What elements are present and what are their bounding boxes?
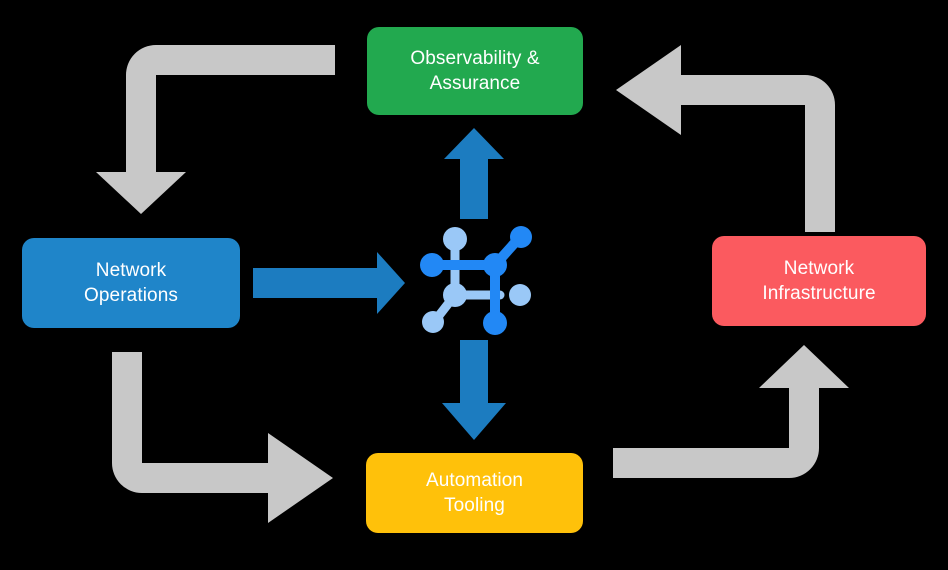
node-network-operations-label: Network Operations xyxy=(84,259,178,306)
node-automation-tooling-label: Automation Tooling xyxy=(425,469,524,516)
connector-observability-to-operations xyxy=(96,45,335,214)
node-observability-and-assurance[interactable]: Observability & Assurance xyxy=(367,27,583,115)
node-network-infrastructure-label: Network Infrastructure xyxy=(762,257,876,304)
node-automation-tooling[interactable]: Automation Tooling xyxy=(366,453,583,533)
network-topology-icon xyxy=(420,226,532,335)
node-network-operations[interactable]: Network Operations xyxy=(22,238,240,328)
connector-center-to-automation xyxy=(442,340,506,440)
connector-center-to-observability xyxy=(444,128,504,219)
node-network-infrastructure[interactable]: Network Infrastructure xyxy=(712,236,926,326)
node-observability-label: Observability & Assurance xyxy=(410,47,540,94)
connector-automation-to-infrastructure xyxy=(613,345,849,478)
connector-operations-to-center xyxy=(253,252,405,314)
connector-infrastructure-to-observability xyxy=(616,45,835,232)
connector-operations-to-automation xyxy=(112,352,333,523)
